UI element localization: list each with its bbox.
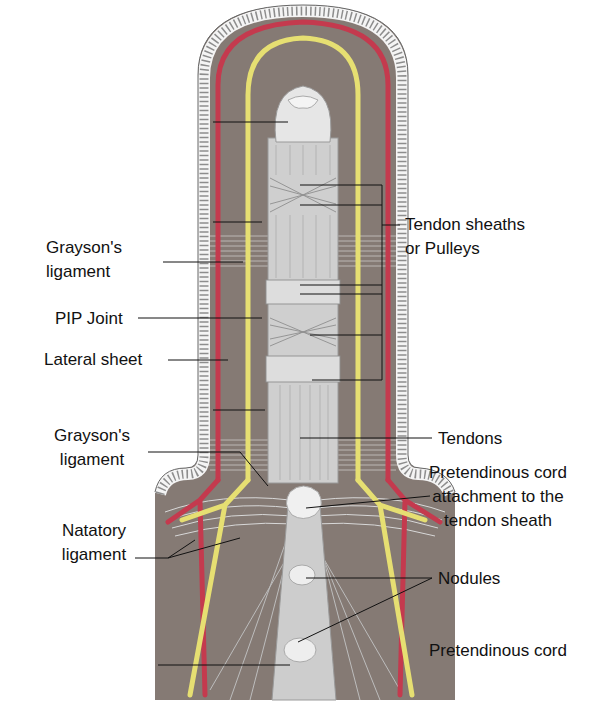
- neurovascular-bundles: [168, 22, 440, 695]
- tendon-column: [268, 138, 338, 483]
- leader-lines: [135, 122, 432, 665]
- part-label: Natatory ligament: [44, 519, 144, 567]
- leader-line: [213, 222, 262, 223]
- leader-line: [213, 410, 265, 411]
- part-label: Pretendinous cord: [428, 639, 568, 663]
- cruciate-pulley: [270, 178, 336, 212]
- leader-line: [158, 665, 290, 666]
- nodule: [284, 638, 316, 662]
- part-label: PIP Joint: [55, 307, 145, 331]
- part-label: Lateral sheet: [44, 348, 174, 372]
- tissue-fill: [155, 5, 455, 700]
- digital-nerve: [248, 38, 358, 480]
- part-label: Tendon sheaths or Pulleys: [405, 213, 530, 261]
- leader-line: [138, 318, 262, 319]
- distal-phalanx: [275, 86, 331, 142]
- part-label: Grayson's ligament: [46, 236, 136, 284]
- leader-line: [163, 262, 243, 263]
- part-label: Pretendinous cord attachment to the tend…: [428, 461, 568, 533]
- nodule: [289, 565, 315, 585]
- part-label: Tendons: [438, 427, 548, 451]
- leader-line: [135, 538, 240, 558]
- leader-line: [306, 496, 430, 508]
- digital-nerve: [358, 480, 425, 695]
- pretendinous-cord: [272, 505, 336, 700]
- phalanx-tip: [288, 96, 318, 108]
- tendon-striations: [276, 145, 330, 480]
- cord-attachment: [286, 486, 321, 519]
- annular-pulley: [266, 280, 340, 304]
- annular-pulley: [266, 356, 340, 382]
- pulleys: [266, 145, 340, 480]
- part-label: Nodules: [438, 567, 548, 591]
- bracket-line: [300, 185, 400, 380]
- digital-nerve: [182, 480, 248, 695]
- cruciate-pulley: [270, 318, 336, 346]
- leader-line: [298, 578, 432, 642]
- part-label: Grayson's ligament: [40, 424, 144, 472]
- digital-artery: [218, 22, 388, 480]
- leader-line: [213, 122, 288, 123]
- leader-line: [168, 360, 228, 361]
- leader-line: [300, 438, 432, 439]
- leader-line: [148, 452, 268, 486]
